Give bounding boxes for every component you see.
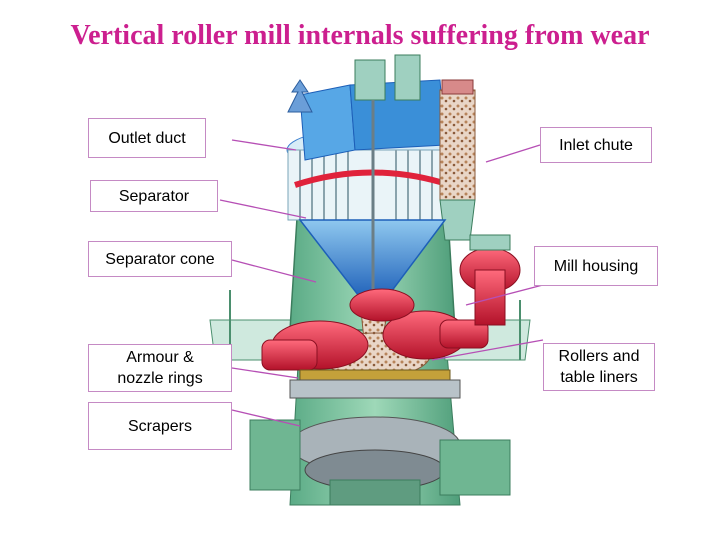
inlet-chute xyxy=(439,79,476,241)
label-outlet-duct: Outlet duct xyxy=(88,118,206,158)
label-separator-cone: Separator cone xyxy=(88,241,232,277)
leader-separator-cone xyxy=(231,259,317,283)
leader-outlet-duct xyxy=(231,139,297,151)
label-rollers-table-liners: Rollers and table liners xyxy=(543,343,655,391)
label-scrapers: Scrapers xyxy=(88,402,232,450)
hydraulic-unit xyxy=(459,234,521,326)
leader-scrapers xyxy=(231,409,301,427)
leader-inlet-chute xyxy=(485,144,541,163)
label-mill-housing: Mill housing xyxy=(534,246,658,286)
leader-separator xyxy=(219,199,307,219)
label-inlet-chute: Inlet chute xyxy=(540,127,652,163)
rollers-and-table xyxy=(261,288,489,399)
outlet-duct xyxy=(287,54,446,161)
label-separator: Separator xyxy=(90,180,218,212)
leader-rollers-liners xyxy=(431,339,544,361)
label-armour-nozzle-rings: Armour & nozzle rings xyxy=(88,344,232,392)
page-title: Vertical roller mill internals suffering… xyxy=(70,20,650,51)
leader-armour-nozzle xyxy=(231,367,299,379)
